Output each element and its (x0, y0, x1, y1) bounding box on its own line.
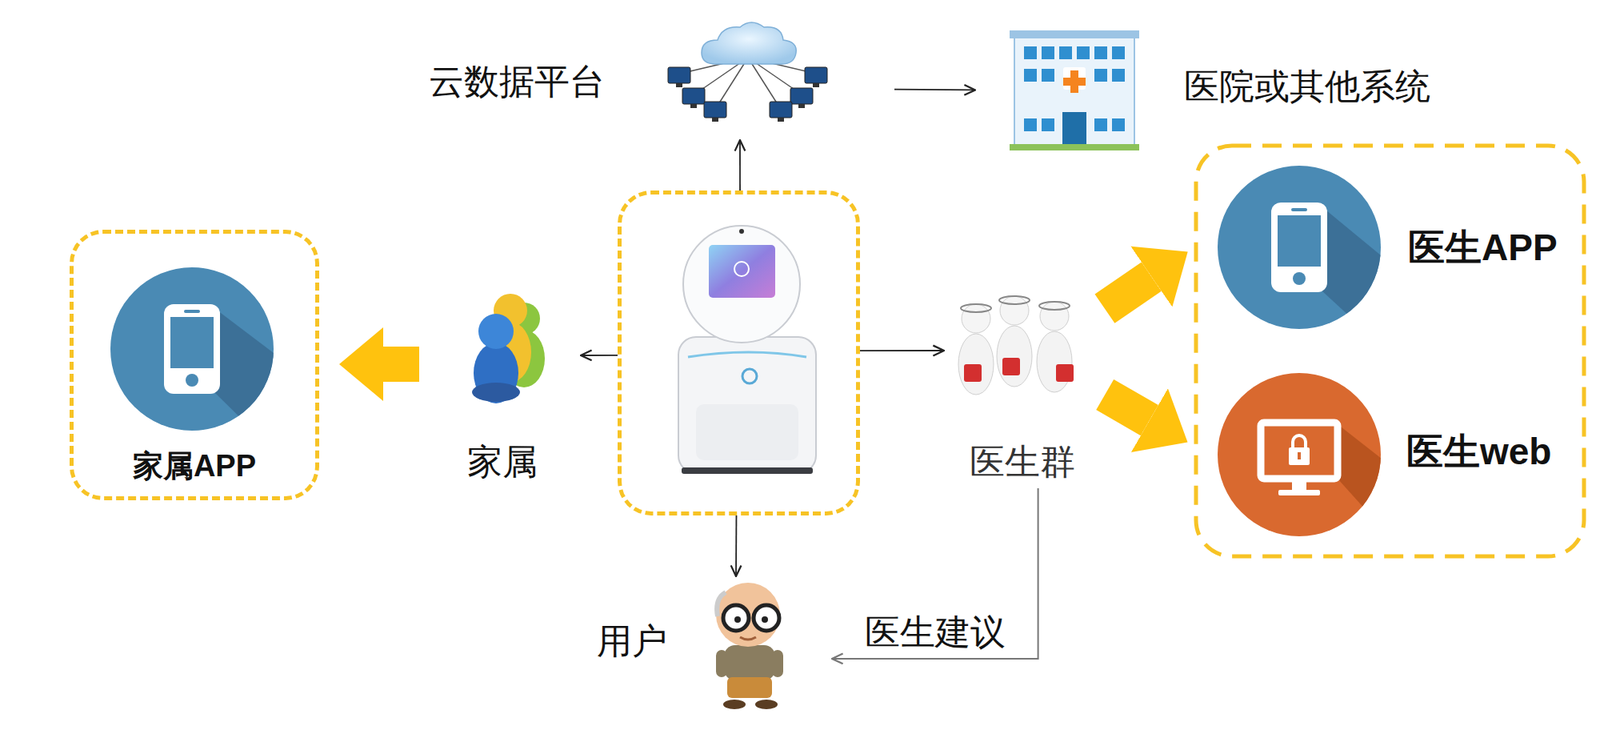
node-label: 家属APP (73, 448, 316, 485)
hospital-icon (1009, 30, 1140, 151)
doctor-app-node: 医生APP (1190, 160, 1572, 336)
connector-arrow (860, 349, 944, 352)
doctors-icon (958, 296, 1074, 395)
connector-arrow (580, 354, 618, 356)
platform-node: 云数据平台 (424, 32, 888, 140)
user-figure (716, 582, 784, 709)
family-node: 家属 (424, 288, 581, 488)
connector-arrow (739, 140, 741, 191)
node-label: 医院或其他系统 (1184, 65, 1431, 108)
node-label: 用户 (596, 620, 668, 663)
doctor-web-node: 医生web (1190, 368, 1572, 544)
bold-arrow (1104, 276, 1152, 309)
connector-arrow (735, 515, 737, 576)
node-label: 云数据平台 (428, 60, 605, 104)
node-label: 医生群 (944, 440, 1101, 484)
user-node: 用户 (592, 576, 832, 720)
edge-label: 医生建议 (861, 611, 1009, 654)
cloud-network-icon (668, 22, 828, 122)
node-label: 医生web (1406, 429, 1552, 474)
robot-illustration (678, 225, 816, 474)
doctor-app-icon (1217, 165, 1440, 392)
hospital-node: 医院或其他系统 (980, 24, 1464, 156)
doctor-group-node: 医生群 (944, 288, 1101, 488)
bold-arrow (1104, 394, 1150, 420)
node-label: 医生APP (1408, 225, 1558, 270)
group-outline (1196, 145, 1584, 556)
connector-arrow (832, 488, 1039, 659)
connector-arrow (894, 88, 976, 92)
node-label: 家属 (424, 440, 581, 484)
robot-box (617, 190, 860, 516)
bold-arrow (383, 346, 420, 382)
family-app-box: 家属APP (69, 229, 320, 500)
family-icon (472, 293, 545, 404)
doctor-web-icon (1217, 372, 1440, 592)
